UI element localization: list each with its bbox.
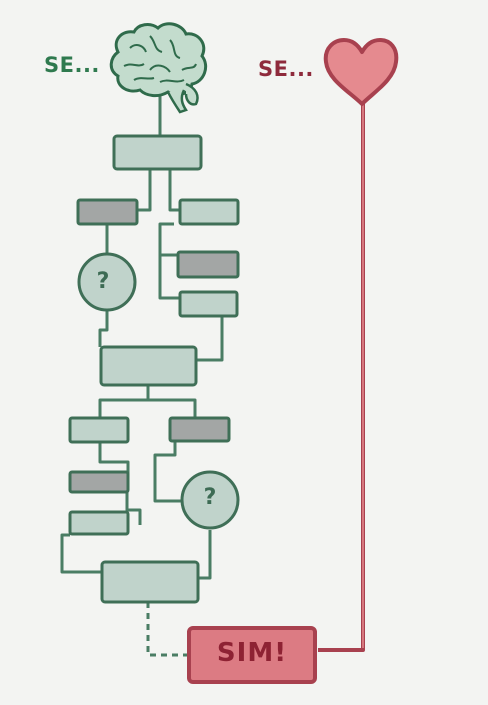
heart-icon — [323, 38, 399, 106]
question-mark-2: ? — [203, 485, 217, 510]
question-circle-2 — [180, 470, 240, 530]
box-middle — [99, 345, 198, 387]
box-right-light-2 — [178, 290, 239, 318]
question-circle-1 — [77, 252, 137, 312]
box-right-dark — [176, 250, 240, 279]
box-right-dark-2 — [168, 416, 231, 443]
result-box — [187, 626, 317, 684]
box-left-dark — [76, 198, 139, 226]
heart-connector — [318, 104, 365, 652]
heart-label: SE... — [258, 57, 314, 81]
brain-icon — [109, 22, 208, 114]
result-label: SIM! — [216, 638, 288, 668]
box-left-light-2 — [68, 510, 130, 536]
question-mark-1: ? — [96, 269, 110, 294]
box-left-dark-2 — [68, 470, 130, 494]
flow-boxes — [68, 134, 240, 604]
dashed-connector — [146, 602, 190, 657]
box-top — [112, 134, 203, 171]
flow-connectors — [60, 95, 224, 580]
box-right-light — [178, 198, 240, 226]
box-left-light — [68, 416, 130, 444]
box-bottom — [100, 560, 200, 604]
brain-label: SE... — [44, 53, 100, 77]
